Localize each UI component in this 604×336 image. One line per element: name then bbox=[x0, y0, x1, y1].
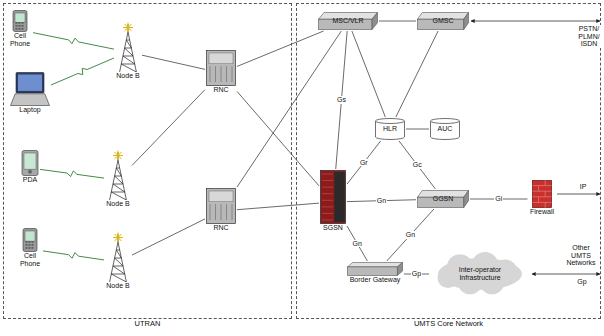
laptop-label: Laptop bbox=[19, 106, 40, 114]
firewall-icon: Firewall bbox=[529, 180, 556, 218]
network-label: Other UMTS Networks bbox=[562, 244, 600, 267]
cell-phone: Cell Phone bbox=[8, 10, 32, 50]
hlr-database: HLR bbox=[375, 118, 405, 140]
interface-label: Gn bbox=[352, 240, 363, 248]
gmsc-router-label: GMSC bbox=[433, 17, 454, 25]
network-label: PSTN/ PLMN/ ISDN bbox=[574, 25, 604, 48]
link-line bbox=[399, 141, 435, 189]
rnc-unit-label: RNC bbox=[213, 224, 228, 232]
link-line bbox=[379, 21, 416, 22]
link-line bbox=[237, 31, 324, 66]
ggsn-router-label: GGSN bbox=[433, 195, 454, 203]
node-b-tower-label: Node B bbox=[106, 200, 129, 208]
cell-phone-label: Cell Phone bbox=[19, 252, 41, 268]
interface-label: Gi bbox=[494, 195, 503, 203]
node-b-tower: Node B bbox=[115, 22, 141, 82]
cell-phone-icon bbox=[12, 10, 28, 32]
msc-router: MSC/VLR bbox=[318, 12, 378, 30]
link-line bbox=[347, 226, 367, 261]
sgsn-server: SGSN bbox=[320, 170, 346, 234]
rnc-unit-icon bbox=[206, 188, 236, 224]
firewall-icon-label: Firewall bbox=[530, 208, 554, 216]
link-line bbox=[132, 219, 205, 255]
border-gateway-label: Border Gateway bbox=[350, 276, 401, 284]
cell-phone-label: Cell Phone bbox=[9, 32, 31, 48]
laptop-icon bbox=[10, 72, 50, 106]
cell-phone: Cell Phone bbox=[18, 228, 42, 270]
link-line bbox=[336, 31, 347, 169]
node-b-tower: Node B bbox=[105, 232, 131, 292]
network-region: UMTS Core NetworkMSC/VLRGMSCHLRAUCSGSNGG… bbox=[296, 3, 601, 319]
border-gateway: Border Gateway bbox=[347, 262, 403, 286]
sgsn-server-label: SGSN bbox=[323, 224, 343, 232]
network-cloud-label: Inter-operator Infrastructure bbox=[448, 266, 512, 282]
ip-link bbox=[557, 194, 600, 195]
link-line bbox=[237, 203, 319, 210]
gmsc-router: GMSC bbox=[417, 12, 469, 30]
network-label: Gp bbox=[574, 278, 590, 286]
pstn-link bbox=[471, 21, 600, 22]
network-label: IP bbox=[576, 183, 590, 191]
interface-label: Gn bbox=[405, 231, 416, 239]
interface-label: Gp bbox=[411, 270, 422, 278]
auc-database: AUC bbox=[430, 118, 460, 140]
rnc-unit: RNC bbox=[206, 50, 236, 96]
hlr-database-label: HLR bbox=[383, 125, 397, 133]
sgsn-server-icon bbox=[320, 170, 346, 224]
interface-label: Gs bbox=[336, 96, 347, 104]
pda-label: PDA bbox=[23, 176, 37, 184]
rnc-unit: RNC bbox=[206, 188, 236, 234]
node-b-tower-label: Node B bbox=[116, 72, 139, 80]
radio-link bbox=[33, 33, 114, 50]
rnc-unit-icon bbox=[206, 50, 236, 86]
msc-router-label: MSC/VLR bbox=[332, 17, 363, 25]
link-line bbox=[142, 55, 205, 69]
node-b-tower-label: Node B bbox=[106, 282, 129, 290]
link-line bbox=[352, 31, 385, 117]
node-b-tower-icon bbox=[106, 150, 130, 200]
radio-link bbox=[40, 169, 104, 178]
region-title: UTRAN bbox=[4, 320, 291, 329]
pda: PDA bbox=[21, 150, 39, 186]
link-line bbox=[406, 129, 429, 130]
node-b-tower-icon bbox=[106, 232, 130, 282]
link-line bbox=[387, 209, 434, 261]
node-b-tower-icon bbox=[116, 22, 140, 72]
interface-label: Gr bbox=[359, 159, 369, 167]
laptop: Laptop bbox=[10, 72, 50, 116]
link-line bbox=[237, 31, 341, 187]
region-title: UMTS Core Network bbox=[297, 320, 600, 329]
firewall-icon-icon bbox=[532, 180, 552, 208]
cell-phone-icon bbox=[22, 228, 38, 252]
interface-label: Gn bbox=[376, 197, 387, 205]
radio-link bbox=[43, 251, 104, 260]
ggsn-router: GGSN bbox=[417, 190, 469, 208]
interface-label: Gc bbox=[412, 161, 423, 169]
auc-database-label: AUC bbox=[438, 125, 453, 133]
network-cloud: Inter-operator Infrastructure bbox=[430, 252, 530, 296]
gp-link bbox=[532, 274, 600, 275]
pda-icon bbox=[21, 150, 39, 176]
link-line bbox=[237, 91, 319, 185]
link-line bbox=[132, 90, 205, 166]
border-gateway-icon bbox=[347, 262, 403, 276]
rnc-unit-label: RNC bbox=[213, 86, 228, 94]
link-line bbox=[347, 141, 381, 184]
link-line bbox=[396, 31, 438, 117]
radio-link bbox=[51, 58, 114, 85]
network-region: UTRANCell PhoneLaptopPDACell PhoneNode B… bbox=[3, 3, 292, 319]
node-b-tower: Node B bbox=[105, 150, 131, 210]
